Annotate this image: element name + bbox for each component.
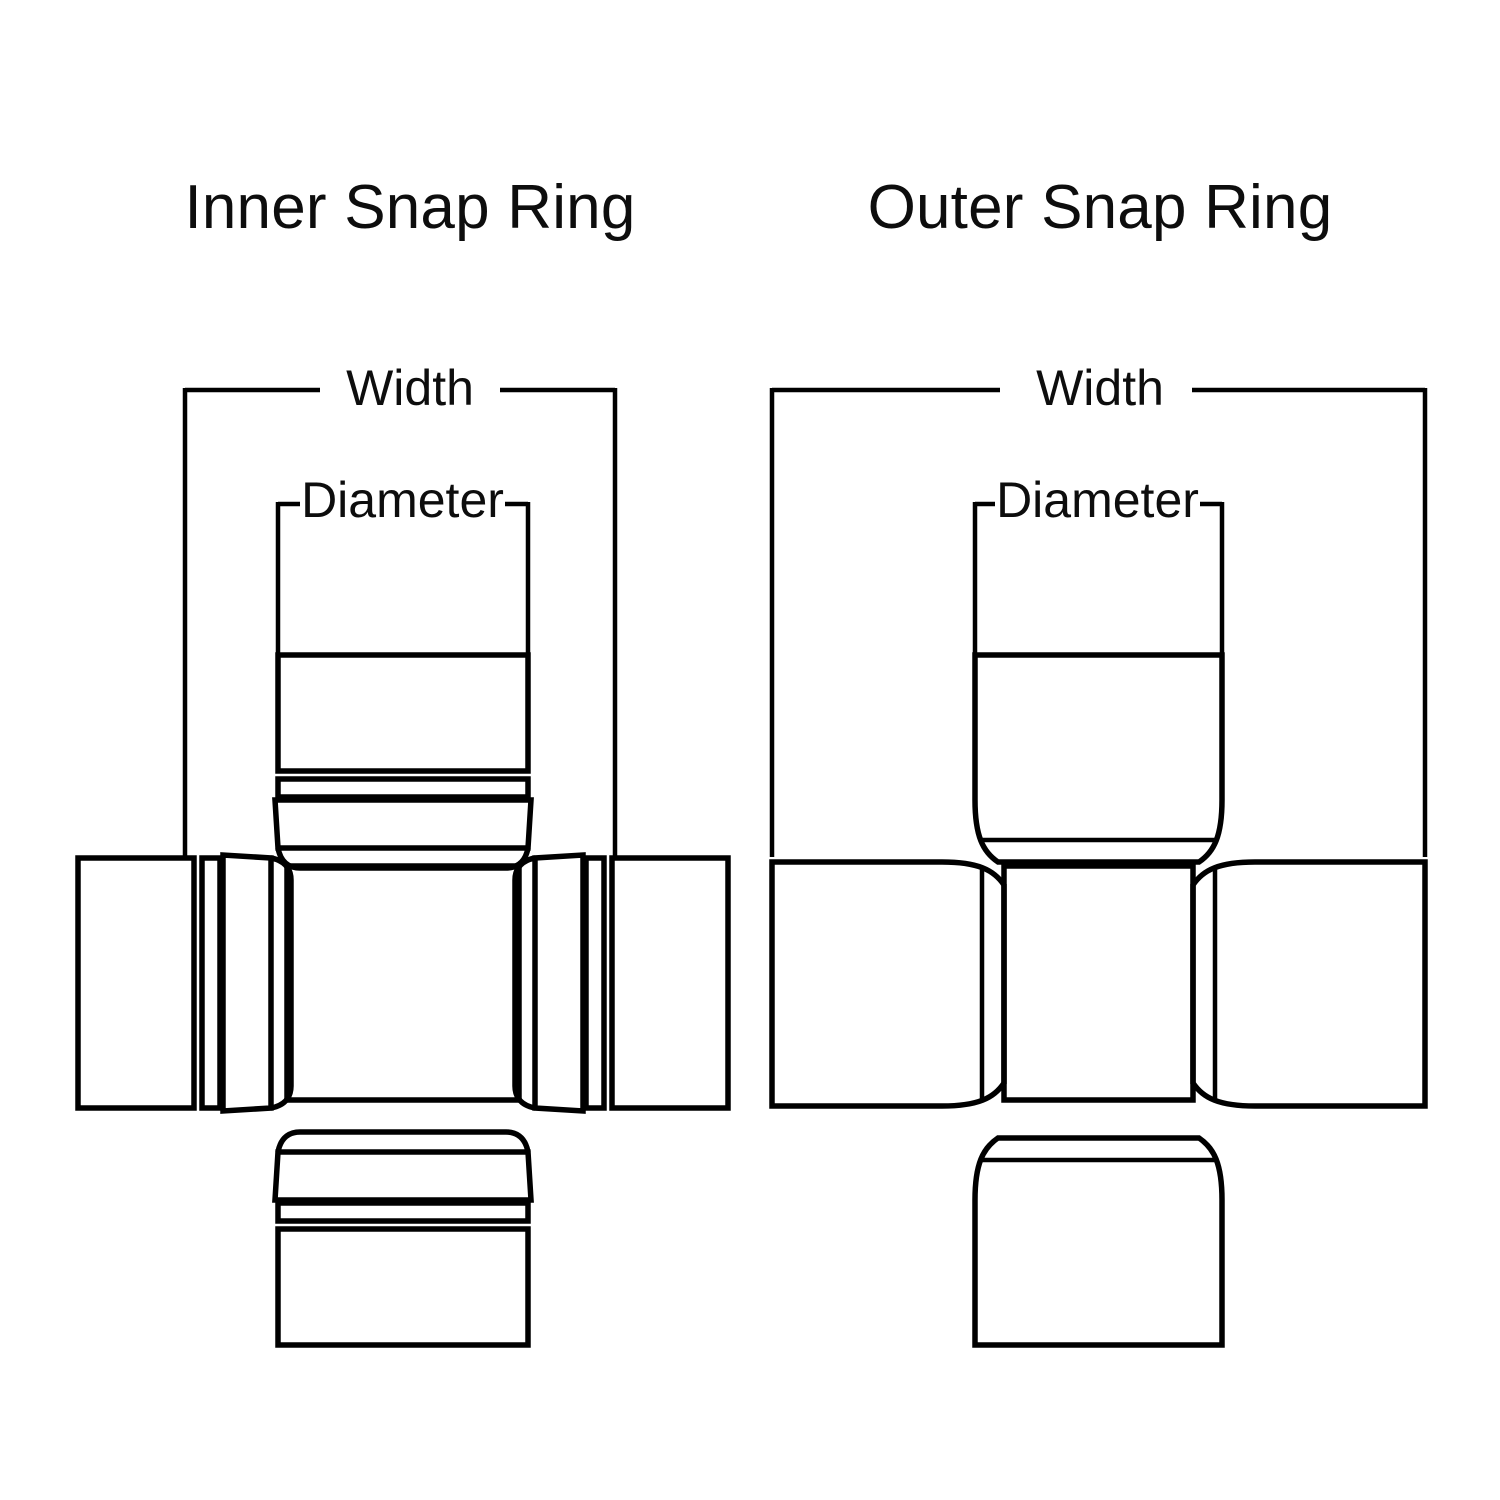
figure-outer-snap-ring (769, 387, 1428, 1348)
dimension-bracket-diameter-outer (972, 501, 1225, 653)
arm-bottom-inner (272, 1129, 534, 1348)
center-body-inner (284, 863, 522, 1103)
arm-bottom-outer (972, 1135, 1225, 1348)
figure-title-inner-snap-ring: Inner Snap Ring (184, 173, 636, 242)
arm-left-inner (75, 852, 294, 1114)
arm-top-outer (972, 652, 1225, 865)
arm-right-outer (1190, 859, 1428, 1109)
dimension-label-width-outer: Width (1010, 363, 1190, 413)
dimension-bracket-width-outer (769, 387, 1428, 857)
arm-left-outer (769, 859, 1007, 1109)
arm-top-inner (272, 652, 534, 871)
dimension-bracket-width-inner (182, 387, 618, 857)
arm-right-inner (512, 852, 731, 1114)
figure-title-outer-snap-ring: Outer Snap Ring (867, 173, 1333, 242)
dimension-label-width-inner: Width (320, 363, 500, 413)
center-body-outer (1001, 863, 1196, 1103)
dimension-label-diameter-inner: Diameter (300, 472, 505, 528)
dimension-label-diameter-outer: Diameter (995, 472, 1200, 528)
figure-inner-snap-ring (75, 387, 731, 1348)
